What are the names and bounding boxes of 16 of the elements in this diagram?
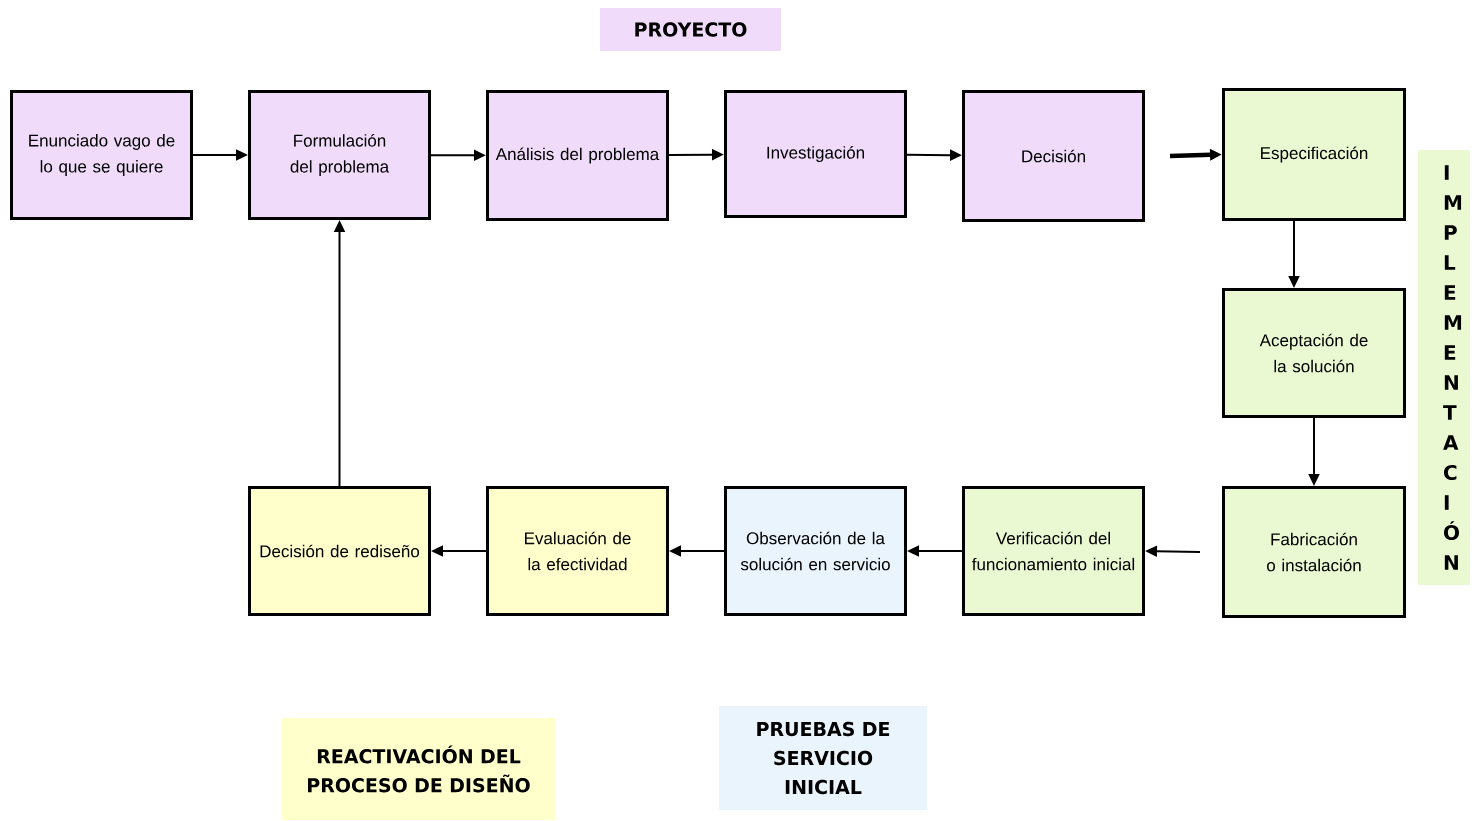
process-box: Enunciado vago de lo que se quiere [10, 90, 193, 220]
phase-label: IMPLEMENTACIÓN [1418, 150, 1470, 585]
process-box: Fabricación o instalación [1222, 486, 1406, 618]
process-box: Evaluación de la efectividad [486, 486, 669, 616]
process-box: Investigación [724, 90, 907, 218]
process-box: Aceptación de la solución [1222, 288, 1406, 418]
phase-label: PROYECTO [600, 8, 781, 51]
phase-label: REACTIVACIÓN DEL PROCESO DE DISEÑO [282, 718, 555, 820]
process-box: Verificación del funcionamiento inicial [962, 486, 1145, 616]
process-box: Análisis del problema [486, 90, 669, 221]
phase-label: PRUEBAS DE SERVICIO INICIAL [719, 706, 927, 810]
process-box: Decisión de rediseño [248, 486, 431, 616]
process-box: Decisión [962, 90, 1145, 222]
process-box: Observación de la solución en servicio [724, 486, 907, 616]
process-box: Especificación [1222, 88, 1406, 221]
process-box: Formulación del problema [248, 90, 431, 220]
